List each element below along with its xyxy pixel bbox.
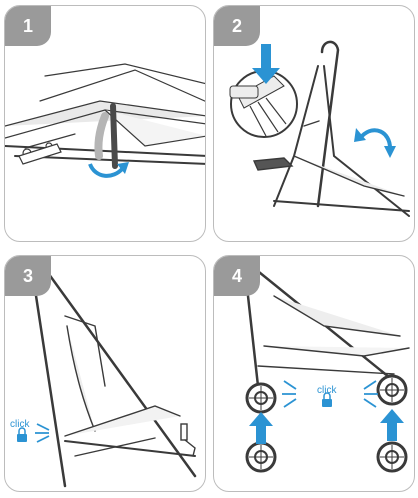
wheel-icon-4 bbox=[376, 441, 408, 473]
step-3-badge: 3 bbox=[5, 256, 51, 296]
step-4-panel: 4 bbox=[213, 255, 415, 492]
wheel-icon-2 bbox=[376, 374, 408, 406]
step-1-illustration bbox=[5, 63, 205, 178]
lock-icon bbox=[17, 427, 27, 442]
step-3-illustration: click bbox=[10, 264, 197, 488]
step-3-panel: 3 click bbox=[4, 255, 206, 492]
up-arrow-icon-2 bbox=[380, 409, 404, 441]
step-1-panel: 1 bbox=[4, 5, 206, 242]
step-4-badge: 4 bbox=[214, 256, 260, 296]
wheel-icon-3 bbox=[245, 441, 277, 473]
wheel-icon-1 bbox=[245, 382, 277, 414]
click-indicator-4: click bbox=[282, 380, 378, 408]
click-label-3: click bbox=[10, 419, 30, 430]
step-2-badge: 2 bbox=[214, 6, 260, 46]
up-arrow-icon-1 bbox=[249, 412, 273, 444]
step-2-illustration bbox=[229, 40, 410, 217]
foot-press-icon bbox=[229, 70, 298, 138]
step-2-panel: 2 bbox=[213, 5, 415, 242]
click-label-4: click bbox=[317, 385, 337, 396]
lock-icon-2 bbox=[322, 392, 332, 407]
curved-arrow-icon bbox=[88, 163, 125, 178]
click-indicator-3: click bbox=[10, 419, 50, 443]
curved-arrow-icon-2 bbox=[360, 128, 392, 149]
step-1-badge: 1 bbox=[5, 6, 51, 46]
step-4-illustration: click bbox=[244, 266, 410, 473]
